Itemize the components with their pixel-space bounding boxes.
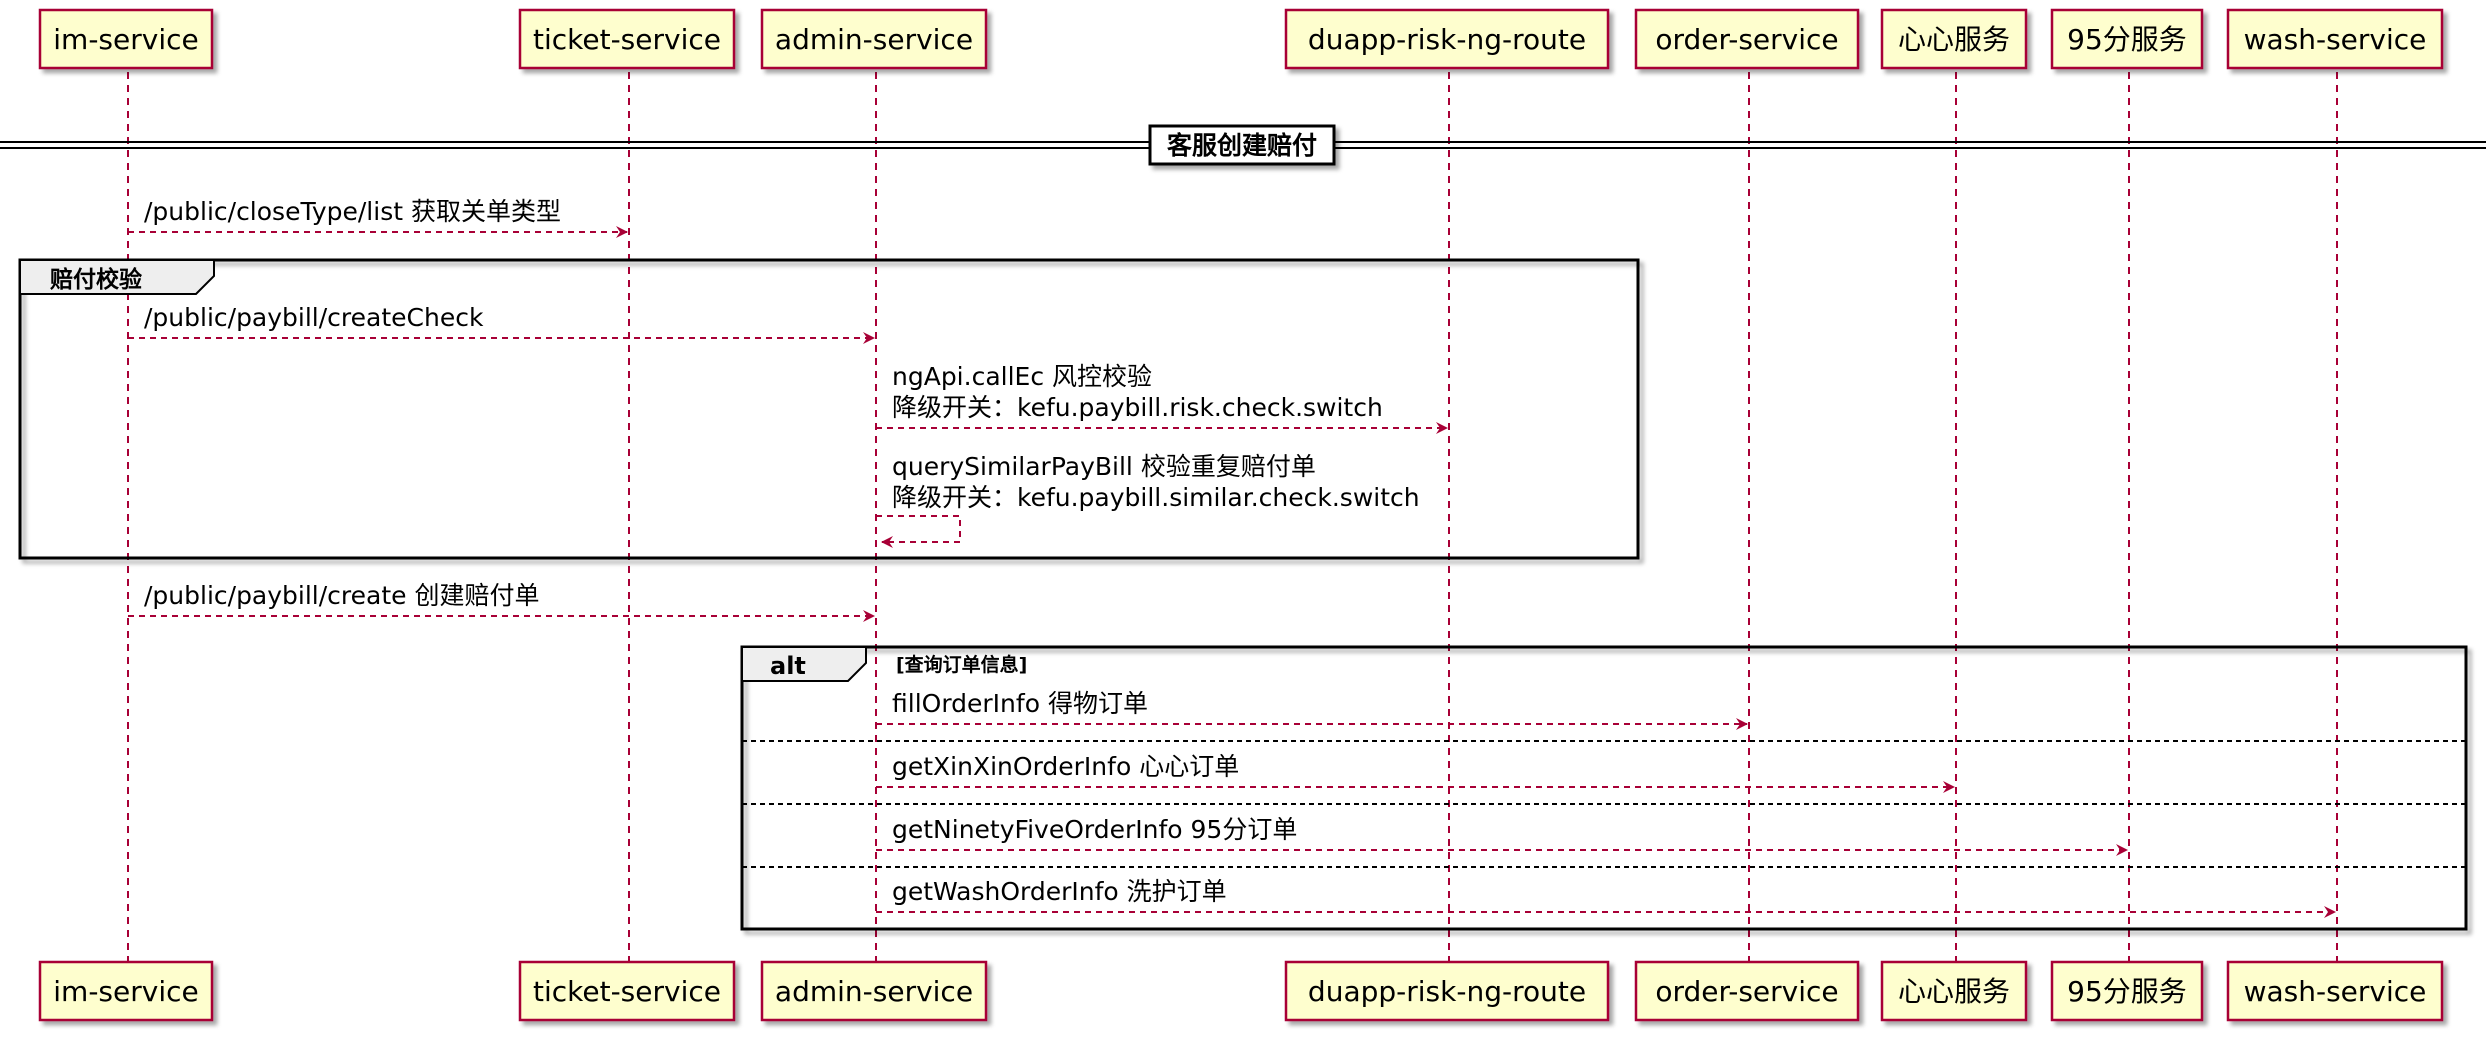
messages: /public/closeType/list 获取关单类型/public/pay… [128,197,2336,918]
alt-frame-query: alt [查询订单信息] [740,645,2468,931]
participant-box [38,8,214,70]
participant-box [760,960,988,1022]
participants-top: im-service ticket-service admin-service dua… [38,8,2444,70]
message-m2: /public/paybill/createCheck [128,303,875,344]
participant-box [1880,8,2028,70]
message-m4: querySimilarPayBill 校验重复赔付单降级开关：kefu.pay… [876,452,1420,548]
participant-box [38,960,214,1022]
message-label: getXinXinOrderInfo 心心订单 [892,752,1239,781]
participant-label: wash-service [2244,23,2427,56]
participant-box [1284,8,1610,70]
message-m1: /public/closeType/list 获取关单类型 [128,197,628,238]
participant-label: duapp-risk-ng-route [1308,23,1586,56]
divider: 客服创建赔付 [0,124,2486,166]
participant-box [1634,960,1860,1022]
participant-ticket-bottom: ticket-service [518,960,736,1022]
group-frame-check: 赔付校验 [18,258,1640,560]
participant-box [1880,960,2028,1022]
participant-xinxin-top: 心心服务 [1880,8,2028,70]
participant-box [1284,960,1610,1022]
participant-im-top: im-service [38,8,214,70]
participant-admin-bottom: admin-service [760,960,988,1022]
participant-box [2050,960,2204,1022]
alt-condition: [查询订单信息] [896,653,1027,676]
participant-label: admin-service [775,975,973,1008]
message-label: 降级开关：kefu.paybill.risk.check.switch [892,393,1383,422]
message-label: /public/paybill/createCheck [144,303,484,332]
participant-label: order-service [1655,23,1838,56]
participant-order-bottom: order-service [1634,960,1860,1022]
participant-box [518,8,736,70]
message-label: ngApi.callEc 风控校验 [892,362,1152,391]
alt-label: alt [770,652,806,680]
group-label-check: 赔付校验 [50,266,142,293]
participant-im-bottom: im-service [38,960,214,1022]
participant-label: admin-service [775,23,973,56]
participant-xinxin-bottom: 心心服务 [1880,960,2028,1022]
participant-ticket-top: ticket-service [518,8,736,70]
participant-admin-top: admin-service [760,8,988,70]
participant-label: im-service [53,975,198,1008]
message-m8: getNinetyFiveOrderInfo 95分订单 [876,815,2128,856]
message-m5: /public/paybill/create 创建赔付单 [128,581,875,622]
participant-label: 95分服务 [2067,23,2187,56]
participant-label: ticket-service [533,23,721,56]
message-m6: fillOrderInfo 得物订单 [876,689,1748,730]
participant-label: 心心服务 [1898,23,2010,56]
message-m9: getWashOrderInfo 洗护订单 [876,877,2336,918]
participant-label: order-service [1655,975,1838,1008]
participant-order-top: order-service [1634,8,1860,70]
participant-risk-top: duapp-risk-ng-route [1284,8,1610,70]
participant-label: 心心服务 [1898,975,2010,1008]
participant-label: 95分服务 [2067,975,2187,1008]
participant-ninety-top: 95分服务 [2050,8,2204,70]
participant-risk-bottom: duapp-risk-ng-route [1284,960,1610,1022]
participant-box [2226,960,2444,1022]
participant-box [1634,8,1860,70]
message-label: fillOrderInfo 得物订单 [892,689,1148,718]
participant-ninety-bottom: 95分服务 [2050,960,2204,1022]
message-label: /public/paybill/create 创建赔付单 [144,581,539,610]
message-label: getWashOrderInfo 洗护订单 [892,877,1227,906]
message-label: querySimilarPayBill 校验重复赔付单 [892,452,1316,481]
participant-label: ticket-service [533,975,721,1008]
message-label: /public/closeType/list 获取关单类型 [144,197,561,226]
participant-label: im-service [53,23,198,56]
divider-label: 客服创建赔付 [1167,131,1317,160]
participant-box [2050,8,2204,70]
participant-label: duapp-risk-ng-route [1308,975,1586,1008]
participant-label: wash-service [2244,975,2427,1008]
message-label: 降级开关：kefu.paybill.similar.check.switch [892,483,1420,512]
participant-wash-bottom: wash-service [2226,960,2444,1022]
participant-wash-top: wash-service [2226,8,2444,70]
participant-box [518,960,736,1022]
message-label: getNinetyFiveOrderInfo 95分订单 [892,815,1297,844]
participant-box [760,8,988,70]
participants-bottom: im-service ticket-service admin-service dua… [38,960,2444,1022]
message-m3: ngApi.callEc 风控校验降级开关：kefu.paybill.risk.… [876,362,1448,434]
message-m7: getXinXinOrderInfo 心心订单 [876,752,1955,793]
self-message-arrow [876,515,961,548]
participant-box [2226,8,2444,70]
